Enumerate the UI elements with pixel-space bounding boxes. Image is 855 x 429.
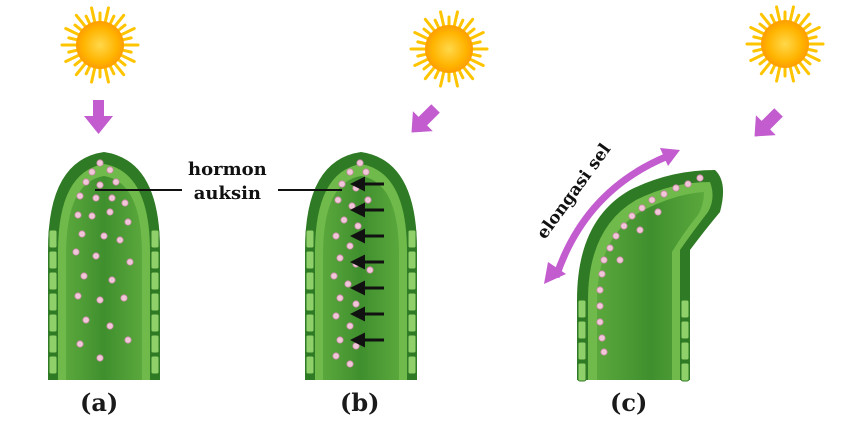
panel-label-a: (a) — [80, 388, 119, 417]
shoot-tip-a — [48, 152, 160, 380]
light-arrow-diagonal — [411, 104, 440, 133]
sun-icon — [745, 5, 825, 83]
epidermis-cells — [305, 229, 417, 375]
sun-icon — [60, 6, 140, 84]
sun-icon — [409, 10, 489, 88]
auxin-particles — [72, 159, 134, 362]
light-arrow-diagonal — [754, 108, 783, 137]
panel-label-b: (b) — [340, 388, 380, 417]
hormone-label-line1: hormon — [188, 159, 267, 180]
hormone-label-line2: auksin — [193, 183, 261, 204]
elongation-arrow — [544, 148, 680, 284]
panel-label-c: (c) — [610, 388, 648, 417]
epidermis-cells — [577, 299, 690, 382]
light-arrow-down — [84, 100, 113, 134]
auxin-migration-arrows — [350, 176, 384, 348]
epidermis-cells — [48, 229, 160, 375]
hormone-label: hormon auksin — [188, 158, 267, 206]
shoot-tip-b — [305, 152, 417, 380]
auxin-particles — [596, 174, 704, 356]
shoot-tip-c — [577, 170, 724, 382]
